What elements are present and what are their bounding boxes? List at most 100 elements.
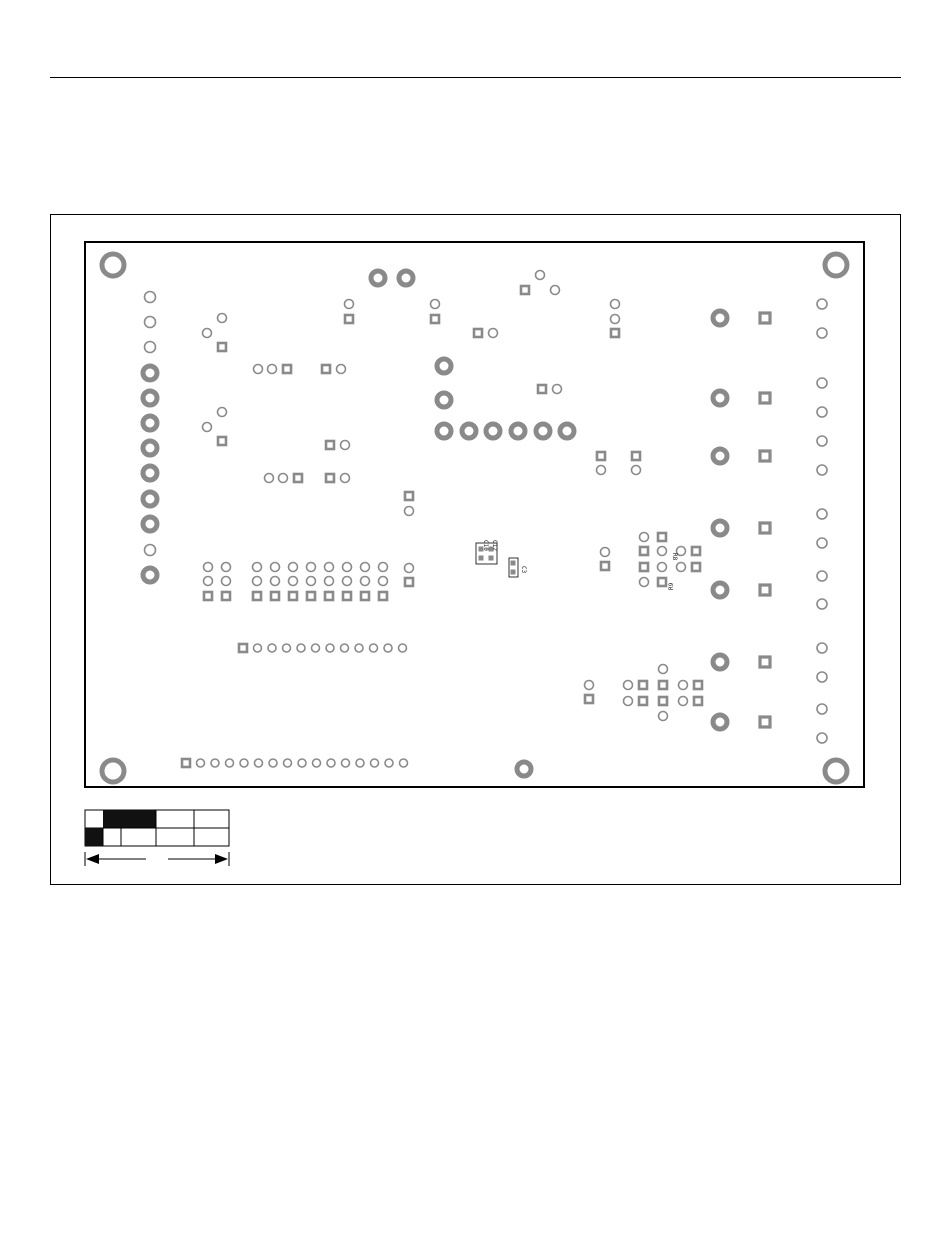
large-square-pad [760, 393, 770, 403]
square-pad [307, 592, 315, 600]
through-hole-pad [640, 533, 649, 542]
large-pad [143, 441, 157, 455]
through-hole-pad [400, 759, 408, 767]
square-pad [639, 681, 647, 689]
square-pad [521, 286, 529, 294]
large-pad [437, 424, 451, 438]
square-pad [326, 441, 334, 449]
scale-bar-fill-bottom [85, 828, 103, 846]
through-hole-pad [289, 563, 298, 572]
through-hole-pad [659, 665, 668, 674]
through-hole-pad [817, 538, 827, 548]
large-pad [462, 424, 476, 438]
through-hole-pad [203, 329, 212, 338]
through-hole-pad [145, 342, 156, 353]
through-hole-pad [312, 644, 320, 652]
through-hole-pad [269, 759, 277, 767]
through-hole-pad [379, 563, 388, 572]
through-hole-pad [271, 577, 280, 586]
square-pad [182, 759, 190, 767]
through-hole-pad [553, 385, 562, 394]
through-hole-pad [341, 474, 350, 483]
through-hole-pad [551, 286, 560, 295]
scale-bar-fill-top [103, 810, 156, 828]
square-pad [659, 697, 667, 705]
square-pad [222, 592, 230, 600]
mounting-hole [825, 760, 847, 782]
mounting-hole [102, 760, 124, 782]
through-hole-pad [679, 681, 688, 690]
through-hole-pad [817, 436, 827, 446]
square-pad [431, 315, 439, 323]
through-hole-pad [298, 759, 306, 767]
large-pad [143, 492, 157, 506]
through-hole-pad [265, 474, 274, 483]
through-hole-pad [343, 563, 352, 572]
through-hole-pad [283, 644, 291, 652]
through-hole-pad [218, 408, 227, 417]
through-hole-pad [379, 577, 388, 586]
square-pad [405, 578, 413, 586]
through-hole-pad [345, 300, 354, 309]
through-hole-pad [677, 563, 686, 572]
square-pad [601, 562, 609, 570]
through-hole-pad [817, 328, 827, 338]
large-pad [560, 424, 574, 438]
through-hole-pad [255, 759, 263, 767]
through-hole-pad [585, 681, 594, 690]
through-hole-pad [211, 759, 219, 767]
through-hole-pad [632, 466, 641, 475]
through-hole-pad [226, 759, 234, 767]
square-pad [345, 315, 353, 323]
through-hole-pad [658, 563, 667, 572]
large-pad [143, 568, 157, 582]
square-pad [694, 697, 702, 705]
large-pad [143, 416, 157, 430]
through-hole-pad [326, 644, 334, 652]
square-pad [597, 452, 605, 460]
square-pad [692, 547, 700, 555]
label-r9: R9 [668, 582, 675, 590]
board-outline [85, 242, 864, 787]
through-hole-pad [659, 712, 668, 721]
through-hole-pad [817, 465, 827, 475]
square-pad [694, 681, 702, 689]
through-hole-pad [343, 577, 352, 586]
through-hole-pad [279, 474, 288, 483]
through-hole-pad [204, 577, 213, 586]
smd-pad [489, 556, 494, 561]
through-hole-pad [337, 365, 346, 374]
through-hole-pad [145, 292, 156, 303]
pad-layer [102, 254, 847, 782]
through-hole-pad [307, 563, 316, 572]
scale-bar [85, 810, 229, 866]
through-hole-pad [611, 300, 620, 309]
large-pad [511, 424, 525, 438]
through-hole-pad [817, 299, 827, 309]
through-hole-pad [601, 548, 610, 557]
through-hole-pad [371, 759, 379, 767]
label-c3: C3 [520, 566, 527, 574]
through-hole-pad [222, 563, 231, 572]
square-pad [343, 592, 351, 600]
through-hole-pad [145, 317, 156, 328]
through-hole-pad [307, 577, 316, 586]
square-pad [239, 644, 247, 652]
through-hole-pad [489, 329, 498, 338]
large-pad [713, 311, 727, 325]
label-c12: C12 [491, 540, 498, 551]
through-hole-pad [253, 563, 262, 572]
through-hole-pad [254, 365, 263, 374]
large-pad [143, 466, 157, 480]
large-square-pad [760, 657, 770, 667]
through-hole-pad [817, 672, 827, 682]
large-pad [143, 366, 157, 380]
large-pad [517, 762, 531, 776]
through-hole-pad [361, 563, 370, 572]
large-pad [713, 391, 727, 405]
square-pad [640, 547, 648, 555]
large-square-pad [760, 313, 770, 323]
square-pad [585, 695, 593, 703]
smd-pad [479, 556, 484, 561]
